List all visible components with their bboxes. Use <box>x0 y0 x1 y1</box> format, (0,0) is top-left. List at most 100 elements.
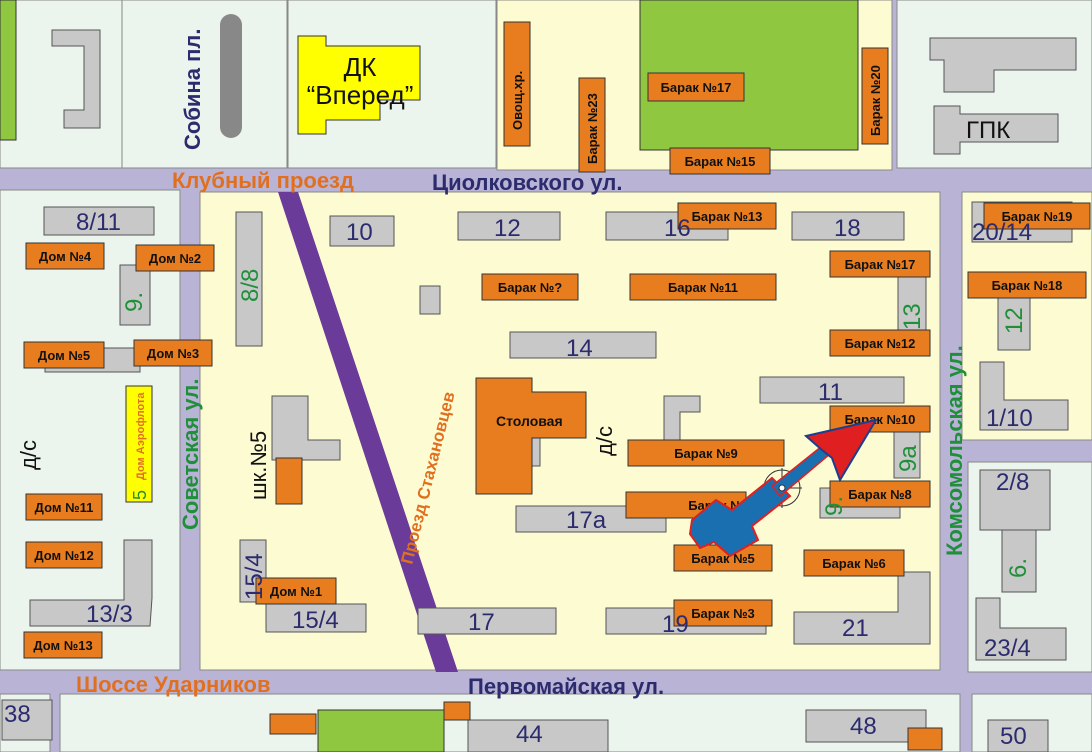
dom-4-box <box>25 242 105 270</box>
building-18 <box>791 211 905 241</box>
green-num-9-east: 9. <box>821 496 848 516</box>
block-sobina <box>121 0 288 169</box>
building-gpk <box>933 105 1059 155</box>
green-num-9a: 9а <box>895 445 922 472</box>
gpk-label: ГПК <box>966 117 1010 144</box>
south-orange-1 <box>269 713 317 735</box>
building-10 <box>329 215 395 247</box>
street-tsiolkovskogo: Циолковского ул. <box>432 170 622 195</box>
street-sovetskaya: Советская ул. <box>178 379 203 530</box>
dom-2-box <box>135 244 215 272</box>
aeroflot-label: Дом Аэрофлота <box>135 392 147 480</box>
building-21 <box>793 571 931 645</box>
label-barak-3: Барак №3 <box>691 606 755 621</box>
barak-12-box <box>829 329 931 357</box>
label-dom-4: Дом №4 <box>39 249 92 264</box>
building-9-west <box>119 264 151 326</box>
num-50: 50 <box>1000 723 1027 750</box>
stolovaya-label: Столовая <box>496 413 563 429</box>
green-num-12: 12 <box>1001 307 1028 334</box>
num-23-4: 23/4 <box>984 635 1031 662</box>
barak-6-box <box>803 549 905 577</box>
dom-5-box <box>23 341 105 369</box>
label-barak-q: Барак №? <box>498 280 562 295</box>
label-barak-19: Барак №19 <box>1002 209 1073 224</box>
num-17a: 17а <box>566 507 607 534</box>
south-orange-3 <box>907 727 943 751</box>
num-48: 48 <box>850 713 877 740</box>
barak-18-box <box>967 271 1087 299</box>
label-dom-1: Дом №1 <box>270 584 322 599</box>
south-orange-2 <box>443 701 471 721</box>
label-barak-23: Барак №23 <box>585 93 600 164</box>
num-16: 16 <box>664 215 691 242</box>
dom-13-box <box>23 631 103 659</box>
direction-arrow-tail-icon <box>688 476 792 558</box>
num-14: 14 <box>566 335 593 362</box>
label-dom-5: Дом №5 <box>38 348 90 363</box>
num-12: 12 <box>494 215 521 242</box>
barak-17-top-box <box>647 72 745 102</box>
num-19: 19 <box>662 611 689 638</box>
ovoshch-label: Овощ.хр. <box>510 71 525 130</box>
label-barak-13: Барак №13 <box>692 209 763 224</box>
building-1-10 <box>979 361 1069 431</box>
dk-label-line1: ДК <box>344 52 377 82</box>
label-barak-11: Барак №11 <box>668 280 738 295</box>
num-44: 44 <box>516 721 543 748</box>
label-barak-12: Барак №12 <box>845 336 916 351</box>
building-44 <box>467 719 609 752</box>
location-dot <box>778 484 786 492</box>
barak-20-box <box>861 47 889 145</box>
dk-label-line2: “Вперед” <box>307 80 414 110</box>
num-1-10: 1/10 <box>986 405 1033 432</box>
direction-arrow-head-icon <box>803 418 879 483</box>
label-dom-11: Дом №11 <box>35 500 94 515</box>
num-38: 38 <box>4 701 31 728</box>
barak-9-box <box>627 439 785 467</box>
building-nw <box>51 29 101 129</box>
school-label: шк.№5 <box>246 431 271 500</box>
green-num-6: 6. <box>1005 558 1032 578</box>
label-dom-12: Дом №12 <box>34 548 93 563</box>
building-8-11 <box>43 206 155 236</box>
dom-1-box <box>255 577 337 605</box>
label-barak-18: Барак №18 <box>992 278 1063 293</box>
num-20-14: 20/14 <box>972 219 1032 246</box>
building-50 <box>987 719 1049 752</box>
street-sobina: Собина пл. <box>180 29 205 150</box>
num-8-11: 8/11 <box>76 209 121 236</box>
park-south <box>317 709 445 752</box>
label-barak-20: Барак №20 <box>868 65 883 136</box>
green-num-9-west: 9. <box>121 292 148 312</box>
num-18: 18 <box>834 215 861 242</box>
block-nw <box>0 0 123 169</box>
ds-center-label: д/с <box>592 426 617 456</box>
barak-13-box <box>677 202 777 230</box>
dk-vpered-building <box>297 35 421 135</box>
label-dom-13: Дом №13 <box>33 638 92 653</box>
label-barak-5: Барак №5 <box>691 551 755 566</box>
stolovaya-building <box>475 377 587 495</box>
label-barak-8: Барак №8 <box>848 487 912 502</box>
building-13-3 <box>29 539 153 627</box>
ds-left-label: д/с <box>16 440 41 470</box>
building-school <box>271 395 341 461</box>
building-23-4 <box>975 597 1067 661</box>
label-dom-3: Дом №3 <box>147 346 199 361</box>
building-48 <box>805 709 927 743</box>
label-barak-17-top: Барак №17 <box>661 80 732 95</box>
label-barak-9: Барак №9 <box>674 446 738 461</box>
building-11 <box>759 376 905 404</box>
dom-12-box <box>25 541 103 569</box>
num-2-8: 2/8 <box>996 469 1029 496</box>
street-klubny: Клубный проезд <box>172 168 354 193</box>
school-annex <box>275 457 303 505</box>
barak-11-box <box>629 273 777 301</box>
num-17: 17 <box>468 609 495 636</box>
num-13-3: 13/3 <box>86 601 133 628</box>
ovoshch-storehouse <box>503 21 531 147</box>
building-small <box>419 285 441 315</box>
building-ne-1 <box>929 37 1077 93</box>
